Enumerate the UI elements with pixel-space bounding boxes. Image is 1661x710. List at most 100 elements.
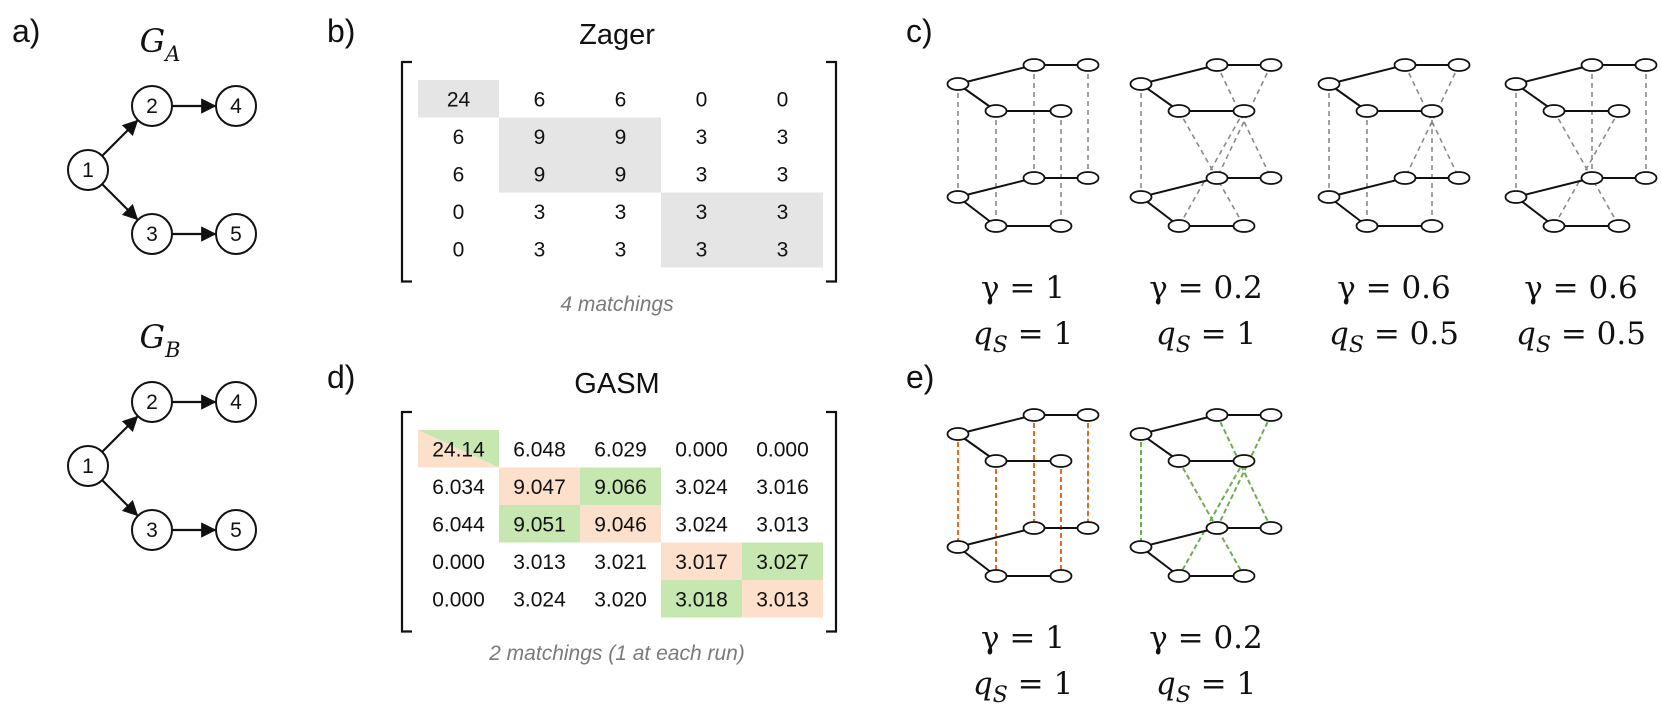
tree-edge — [1515, 64, 1593, 85]
tree-node — [1504, 190, 1528, 204]
graph-node — [215, 509, 257, 551]
matrix-cell: 3 — [696, 238, 708, 261]
matching-link — [1216, 64, 1272, 179]
matching-link — [1404, 64, 1460, 179]
graph-node-label: 1 — [82, 159, 94, 182]
panel-c-label: c) — [906, 13, 933, 49]
gasm-title: GASM — [574, 368, 659, 400]
tree-node — [1076, 58, 1100, 72]
matching-link — [1216, 414, 1272, 529]
gasm-caption: 2 matchings (1 at each run) — [488, 642, 745, 665]
tree-node — [946, 427, 970, 441]
matrix-cell: 3.024 — [675, 476, 728, 499]
tree-node — [1420, 219, 1444, 233]
graph-node-label: 5 — [230, 223, 242, 246]
tree-node — [984, 104, 1008, 118]
matrix-cell-shade — [499, 467, 580, 505]
tree-node — [1542, 219, 1566, 233]
matrix-cell: 0 — [453, 201, 465, 224]
tree-edge — [957, 64, 1035, 85]
graph-node — [131, 85, 173, 127]
tree-edge — [957, 414, 1035, 435]
graph-edge — [101, 119, 139, 157]
matrix-cell: 0 — [777, 88, 789, 111]
tree-node — [1355, 219, 1379, 233]
matrix-cell: 6.048 — [513, 438, 566, 461]
tree-node — [1317, 190, 1341, 204]
matrix-cell: 3 — [696, 163, 708, 186]
matrix-cell: 0 — [696, 88, 708, 111]
graph-node — [131, 381, 173, 423]
tree-node — [1542, 104, 1566, 118]
matrix-cell: 6.044 — [432, 513, 485, 536]
matching-link — [1216, 64, 1272, 179]
matrix-cell: 3.024 — [675, 513, 728, 536]
matrix-cell-shade — [661, 192, 742, 230]
tree-node — [1634, 58, 1658, 72]
graph-edge — [101, 183, 139, 221]
matrix-cell: 3.024 — [513, 588, 566, 611]
tree-node — [1167, 104, 1191, 118]
matrix-cell: 3 — [534, 238, 546, 261]
matrix-cell: 3 — [615, 238, 627, 261]
tree-node — [1129, 190, 1153, 204]
graph-node — [215, 381, 257, 423]
tree-node — [1580, 171, 1604, 185]
matching-diagram — [1317, 58, 1471, 233]
tree-node — [1022, 171, 1046, 185]
tree-node — [1167, 219, 1191, 233]
tree-edge — [957, 527, 1035, 548]
matrix-cell-shade — [742, 192, 823, 230]
tree-node — [1317, 77, 1341, 91]
tree-node — [1232, 219, 1256, 233]
tree-node — [1129, 540, 1153, 554]
graph-node-label: 4 — [230, 391, 242, 414]
matrix-cell: 3.020 — [594, 588, 647, 611]
graph-node-label: 3 — [146, 223, 158, 246]
matrix-cell: 9.047 — [513, 476, 566, 499]
gamma-label: γ = 0.2 — [1149, 620, 1263, 656]
tree-edge — [1328, 177, 1406, 198]
panel-a-label: a) — [12, 13, 40, 49]
matrix-cell: 24.14 — [432, 438, 485, 461]
tree-node — [1076, 408, 1100, 422]
matrix-cell-shade — [499, 155, 580, 193]
tree-node — [984, 219, 1008, 233]
qs-label: qS = 1 — [973, 316, 1073, 358]
matrix-cell: 0.000 — [432, 588, 485, 611]
matrix-cell: 3.018 — [675, 588, 728, 611]
matrix-cell: 6.034 — [432, 476, 485, 499]
matching-link — [1553, 110, 1620, 227]
tree-node — [1049, 569, 1073, 583]
graph-edge — [101, 415, 139, 453]
matrix-cell: 3 — [777, 163, 789, 186]
tree-node — [946, 190, 970, 204]
matrix-bracket-right — [826, 410, 838, 633]
matrix-cell: 9.066 — [594, 476, 647, 499]
tree-node — [1607, 219, 1631, 233]
matrix-cell: 6.029 — [594, 438, 647, 461]
tree-node — [1167, 454, 1191, 468]
tree-node — [1232, 569, 1256, 583]
matrix-cell: 3 — [696, 126, 708, 149]
qs-label: qS = 1 — [1156, 316, 1256, 358]
matrix-cell: 3 — [696, 201, 708, 224]
tree-node — [1420, 104, 1444, 118]
matrix-cell: 6 — [615, 88, 627, 111]
tree-node — [1447, 171, 1471, 185]
matrix-cell-shade — [499, 505, 580, 543]
matrix-cell-shade — [661, 580, 742, 618]
matrix-cell: 3 — [777, 238, 789, 261]
gamma-label: γ = 1 — [981, 270, 1065, 306]
matrix-cell: 3.013 — [756, 588, 809, 611]
tree-node — [1049, 219, 1073, 233]
tree-node — [1447, 58, 1471, 72]
tree-node — [946, 540, 970, 554]
panel-e-label: e) — [906, 359, 934, 395]
graph-node — [131, 509, 173, 551]
matching-link — [1404, 64, 1460, 179]
qs-label: qS = 1 — [1156, 666, 1256, 708]
matrix-cell: 9.046 — [594, 513, 647, 536]
